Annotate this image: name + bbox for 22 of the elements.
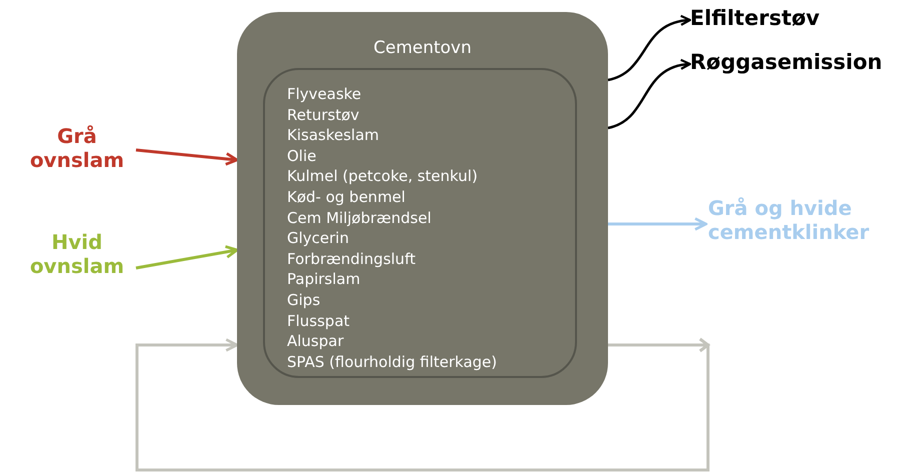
flow-label: Grå og hvide cementklinker xyxy=(708,196,870,244)
list-item: Forbrændingsluft xyxy=(287,248,416,270)
kiln-title: Cementovn xyxy=(372,38,473,58)
flow-label: Elfilterstøv xyxy=(690,6,820,32)
list-item: Kisaskeslam xyxy=(287,125,380,146)
flow-label: Hvid ovnslam xyxy=(28,230,126,278)
list-item: Returstøv xyxy=(287,104,360,126)
flow-label: Røggasemission xyxy=(690,50,882,76)
list-item: Kulmel (petcoke, stenkul) xyxy=(287,166,479,187)
input-list-box xyxy=(263,68,577,378)
list-item: Olie xyxy=(287,146,318,166)
list-item: Kød- og benmel xyxy=(287,186,406,208)
list-item: Flyveaske xyxy=(287,84,362,105)
list-item: Papirslam xyxy=(287,269,362,290)
list-item: SPAS (flourholdig filterkage) xyxy=(287,352,497,372)
list-item: Aluspar xyxy=(287,331,345,352)
list-item: Glycerin xyxy=(287,228,350,249)
kiln-box xyxy=(237,12,608,405)
flow-label: Grå ovnslam xyxy=(28,124,126,172)
list-item: Flusspat xyxy=(287,310,351,332)
list-item: Gips xyxy=(287,290,322,311)
list-item: Cem Miljøbrændsel xyxy=(287,208,432,228)
